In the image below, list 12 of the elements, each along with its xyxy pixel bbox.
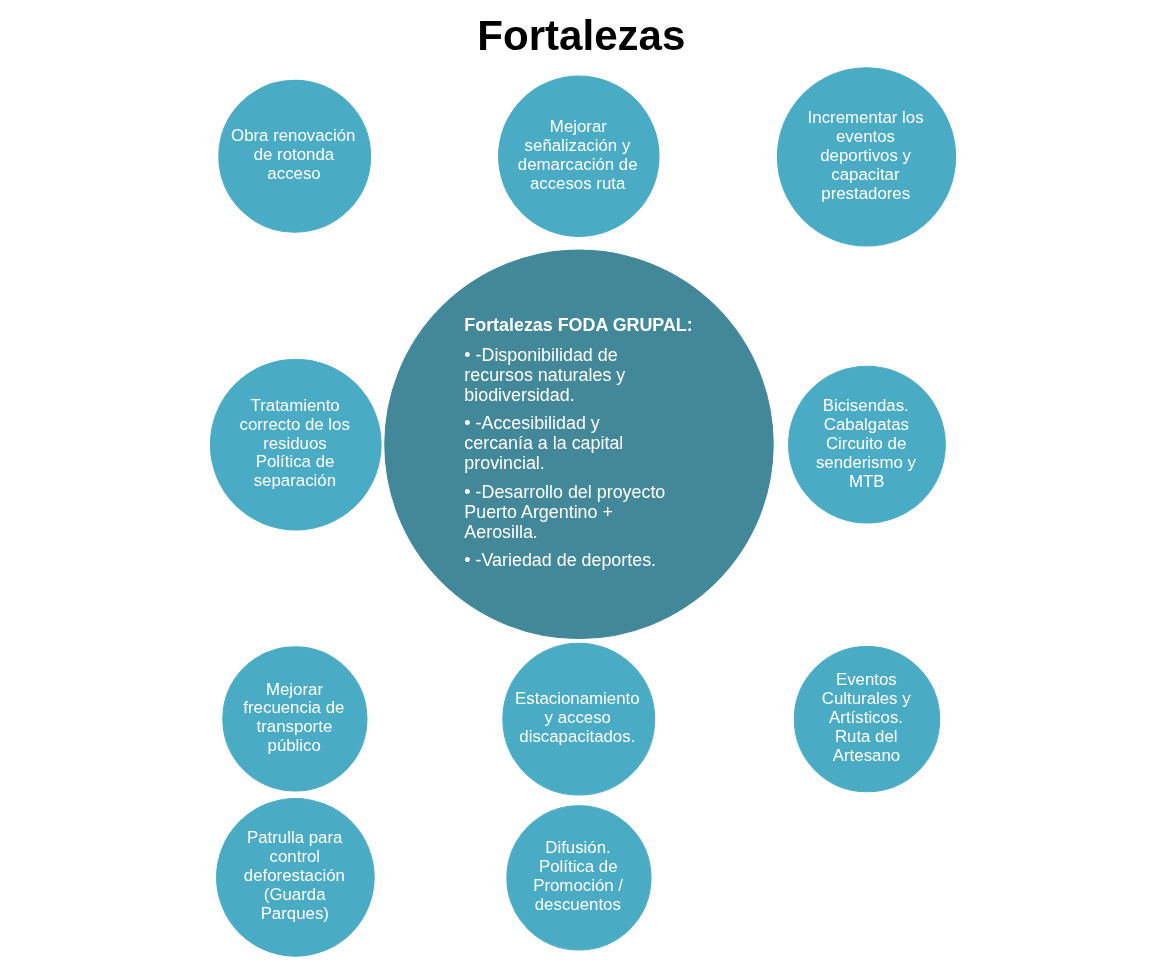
node-circle: Tratamiento correcto de los residuos Política de separación	[209, 358, 382, 531]
node-circle: Mejorar frecuencia de transporte público	[221, 646, 367, 792]
node-circle: Estacionamiento y acceso discapacitados.	[501, 642, 655, 796]
node-circle: Eventos Culturales y Artísticos. Ruta del Artesano	[793, 645, 940, 793]
node-circle: Mejorar señalización y demarcación de accesos ruta	[497, 75, 660, 237]
node-circle: Fortalezas FODA GRUPAL: • -Disponibilidad de recursos naturales y biodiversidad. • -Accesibilidad y cercanía a la capital provincial. • -Desarrollo del proyecto Puerto Argentino + Aerosilla. • -Variedad de deportes.	[383, 249, 774, 640]
node-circle: Incrementar los eventos deportivos y capacitar prestadores	[776, 67, 956, 247]
diagram-title: Fortalezas	[476, 11, 685, 59]
node-circle: Difusión. Política de Promoción / descuentos	[505, 805, 652, 951]
node-circle: Bicisendas. Cabalgatas Circuito de senderismo y MTB	[787, 365, 946, 524]
node-circle: Patrulla para control deforestación (Guarda Parques)	[215, 798, 375, 957]
node-circle: Obra renovación de rotonda acceso	[217, 79, 371, 233]
